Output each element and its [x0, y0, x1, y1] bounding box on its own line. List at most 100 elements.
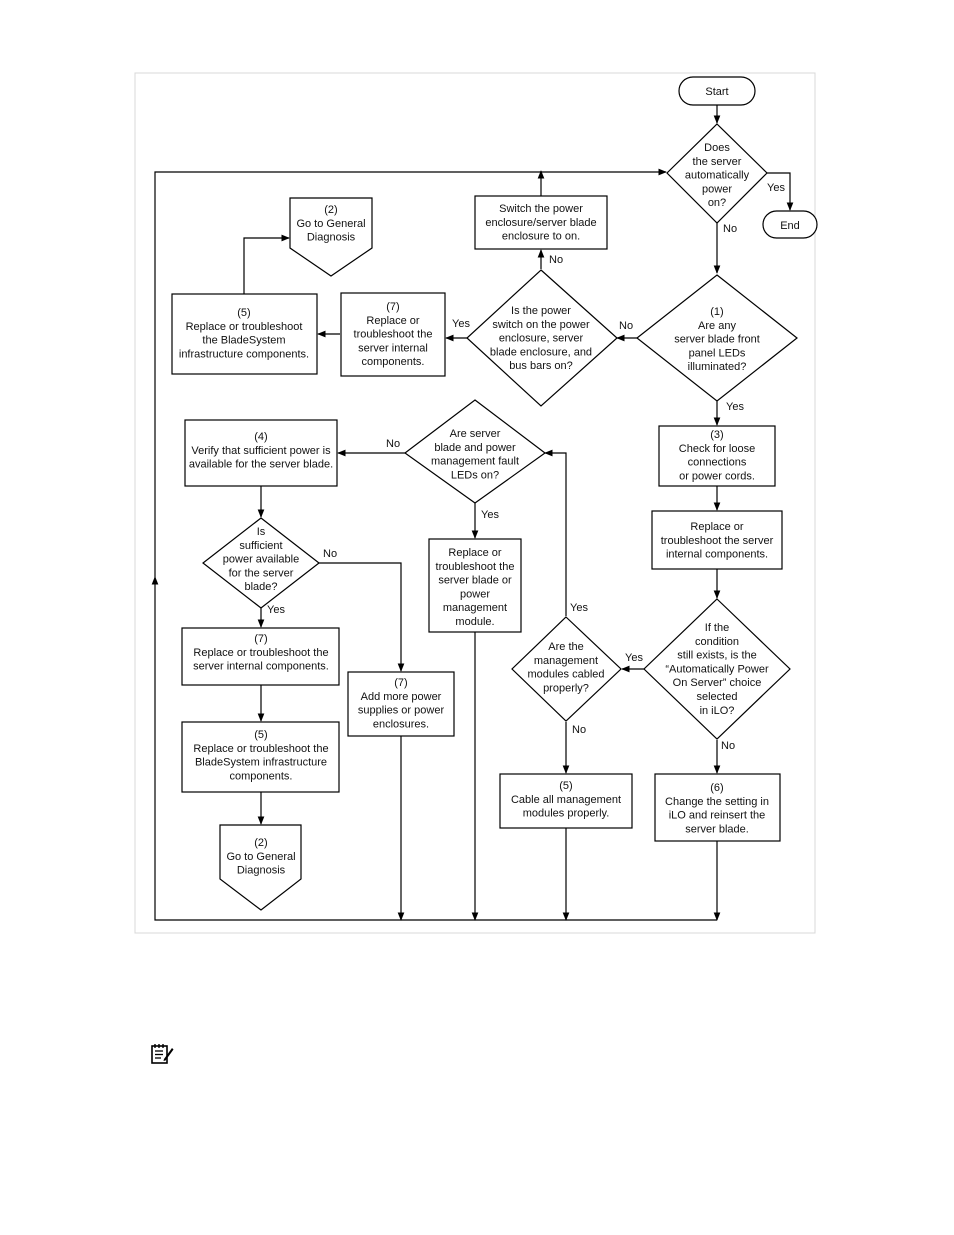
decision-front-leds-text-line: Are any [698, 320, 736, 332]
decision-power-switch-text-line: switch on the power [492, 319, 590, 331]
decision-fault-leds-text-line: Are server [450, 428, 501, 440]
decision-sufficient-power-text-line: Is [257, 526, 266, 538]
action-switch-enclosure-on-text-line: enclosure to on. [502, 231, 580, 243]
action-replace-bladesystem-left-text: (5)Replace or troubleshoot theBladeSyste… [193, 729, 328, 782]
decision-auto-power-setting-text-line: still exists, is the [677, 650, 756, 662]
decision-fault-leds-text-line: LEDs on? [451, 469, 499, 481]
action-check-loose-connections-text-line: Check for loose [679, 443, 755, 455]
decision-auto-power-setting [643, 598, 791, 740]
offpage-general-diagnosis-bottom [219, 824, 302, 911]
decision-modules-cabled-text-line: Are the [548, 641, 583, 653]
action-replace-bladesystem-left [181, 721, 340, 793]
action-replace-blade-or-module [428, 538, 522, 633]
end-label: End [780, 220, 800, 232]
action-change-ilo-setting-text-line: (6) [710, 782, 723, 794]
decision-front-leds-text-line: panel LEDs [689, 347, 746, 359]
label-condition-no: No [721, 740, 735, 752]
action-check-loose-connections-text-line: or power cords. [679, 470, 755, 482]
action-replace-blade-or-module-text-line: management [443, 602, 507, 614]
action-change-ilo-setting-text-line: Change the setting in [665, 796, 769, 808]
offpage-general-diagnosis-top-text-line: Go to General [296, 218, 365, 230]
decision-power-switch-text-line: Is the power [511, 305, 571, 317]
action-replace-internal-right [651, 510, 783, 570]
action-check-loose-connections [658, 425, 776, 487]
action-replace-bladesystem-left-text-line: components. [230, 770, 293, 782]
action-replace-blade-or-module-text-line: module. [455, 616, 494, 628]
action-replace-internal-left-text-line: server internal components. [193, 661, 329, 673]
action-cable-modules-text-line: (5) [559, 780, 572, 792]
decision-fault-leds-text: Are server blade and power management faul… [431, 428, 519, 481]
action-change-ilo-setting-text-line: server blade. [685, 823, 749, 835]
label-cabled-no: No [572, 724, 586, 736]
label-leds-yes: Yes [726, 401, 744, 413]
action-switch-enclosure-on-text-line: Switch the power [499, 203, 583, 215]
label-fault-no: No [386, 438, 400, 450]
offpage-general-diagnosis-bottom-text-line: Go to General [226, 851, 295, 863]
offpage-general-diagnosis-bottom-text-line: Diagnosis [237, 865, 286, 877]
note-icon [151, 1044, 174, 1064]
decision-auto-power-text-line: the server [693, 156, 742, 168]
action-replace-internal-right-text-line: Replace or [690, 521, 744, 533]
label-fault-yes: Yes [481, 509, 499, 521]
action-replace-internal-top-text-line: troubleshoot the [354, 329, 433, 341]
action-replace-internal-top [340, 292, 446, 377]
branch-labels: Yes No No No Yes Yes Yes No Yes No Yes N… [267, 182, 785, 752]
action-replace-internal-left-text-line: (7) [254, 633, 267, 645]
action-replace-blade-or-module-text-line: power [460, 588, 490, 600]
decision-front-leds-text-line: server blade front [674, 334, 760, 346]
decision-front-leds [636, 274, 798, 402]
decision-sufficient-power [202, 517, 320, 609]
label-sufficient-no: No [323, 548, 337, 560]
decision-modules-cabled-text-line: modules cabled [527, 669, 604, 681]
action-check-loose-connections-text-line: (3) [710, 429, 723, 441]
action-add-power-supplies-text-line: Add more power [361, 691, 442, 703]
decision-fault-leds-text-line: management fault [431, 456, 519, 468]
decision-auto-power-setting-text-line: If the [705, 622, 729, 634]
decision-fault-leds-text-line: blade and power [434, 442, 516, 454]
decision-power-switch-text-line: enclosure, server [499, 333, 584, 345]
decision-auto-power-text-line: on? [708, 197, 726, 209]
decision-auto-power-setting-text-line: “Automatically Power [665, 663, 769, 675]
decision-front-leds-text-line: (1) [710, 306, 723, 318]
action-replace-bladesystem-left-text-line: (5) [254, 729, 267, 741]
offpage-general-diagnosis-top [289, 197, 373, 277]
label-auto-power-no: No [723, 223, 737, 235]
action-replace-blade-or-module-text-line: troubleshoot the [436, 561, 515, 573]
label-switch-yes: Yes [452, 318, 470, 330]
decision-modules-cabled-text-line: management [534, 655, 598, 667]
decision-modules-cabled-text-line: properly? [543, 682, 589, 694]
offpage-general-diagnosis-top-text-line: Diagnosis [307, 232, 356, 244]
action-replace-bladesystem-top [171, 293, 318, 375]
decision-auto-power-text-line: Does [704, 142, 730, 154]
decision-auto-power-setting-text-line: On Server” choice [673, 677, 762, 689]
decision-power-switch-text-line: bus bars on? [509, 360, 573, 372]
label-leds-no: No [619, 320, 633, 332]
decision-sufficient-power-text-line: blade? [244, 581, 277, 593]
action-replace-internal-left [181, 627, 340, 686]
action-replace-bladesystem-top-text-line: (5) [237, 307, 250, 319]
action-add-power-supplies-text-line: enclosures. [373, 718, 429, 730]
end-terminal [762, 210, 818, 239]
action-replace-internal-top-text-line: Replace or [366, 315, 420, 327]
action-verify-power-text-line: Verify that sufficient power is [191, 445, 331, 457]
decision-auto-power [666, 123, 768, 224]
decision-sufficient-power-text-line: for the server [229, 567, 294, 579]
action-change-ilo-setting [654, 773, 781, 842]
action-replace-blade-or-module-text-line: server blade or [438, 575, 512, 587]
action-cable-modules-text-line: Cable all management [511, 794, 621, 806]
